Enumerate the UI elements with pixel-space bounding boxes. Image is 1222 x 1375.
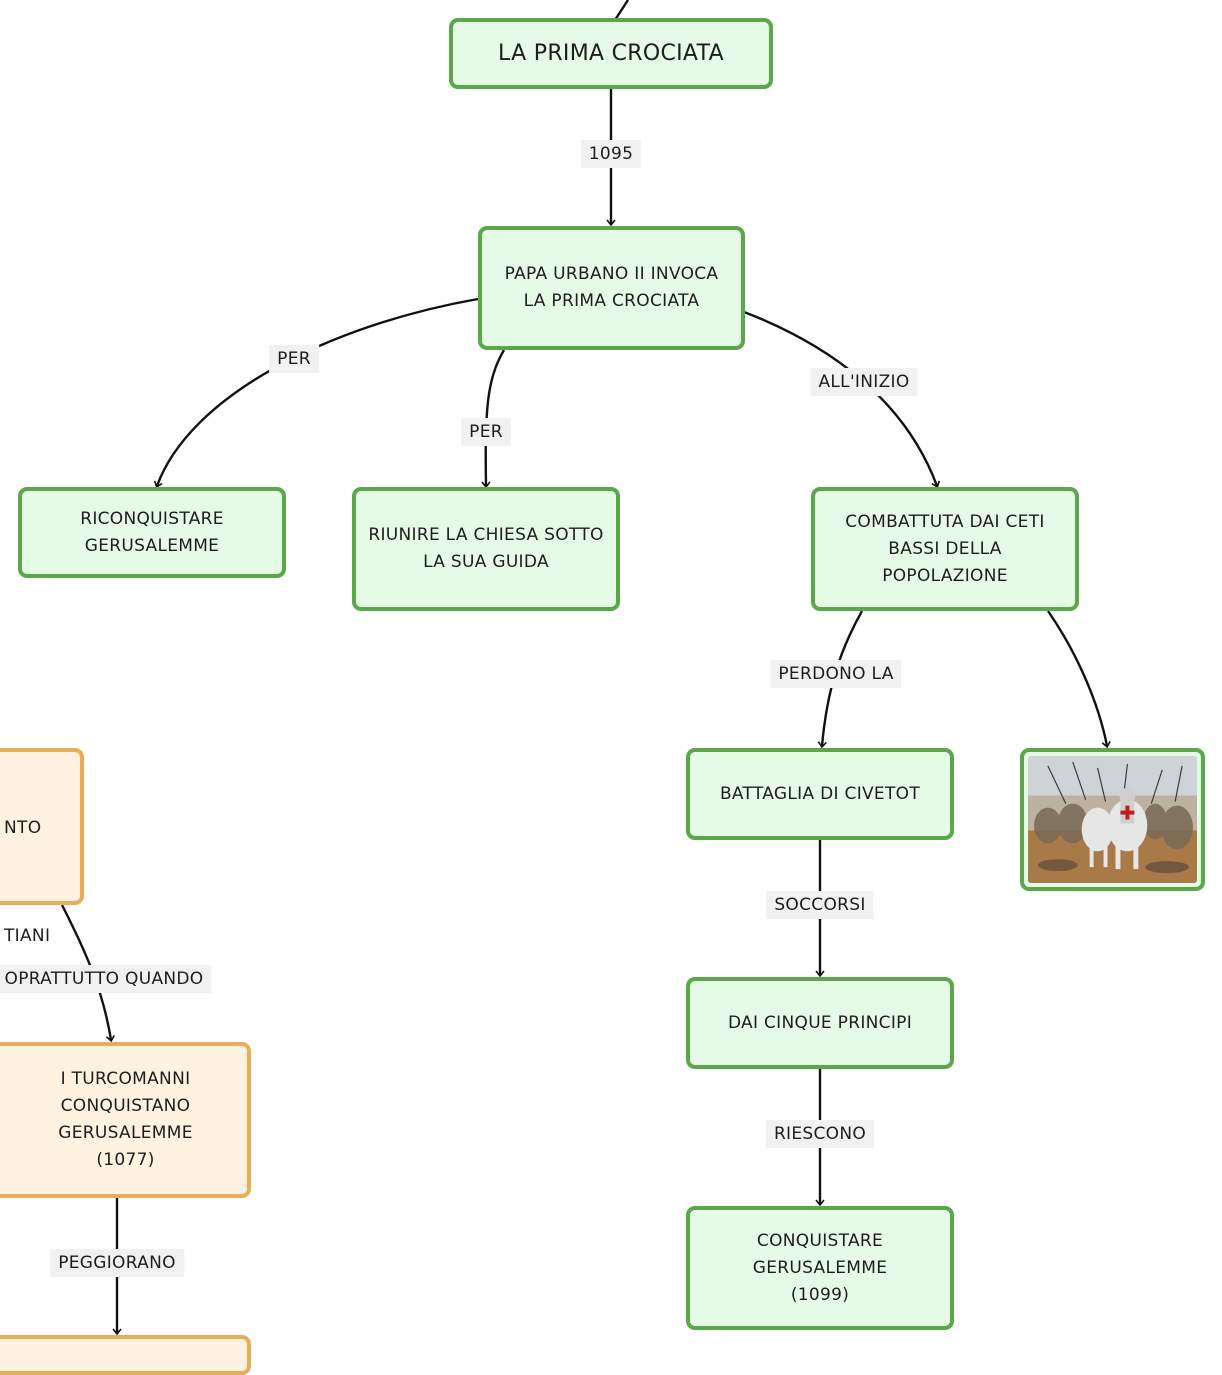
edge-incoming-top bbox=[613, 0, 630, 21]
node-label: BATTAGLIA DI CIVETOT bbox=[719, 783, 921, 804]
edge-papa-to-riunire bbox=[481, 349, 506, 489]
edge-papa-to-riconquistare bbox=[153, 297, 479, 489]
node-riunire-la-chiesa[interactable]: RIUNIRE LA CHIESA SOTTO LA SUA GUIDA bbox=[352, 487, 620, 611]
edge-label-perdono-la: PERDONO LA bbox=[770, 660, 902, 688]
edge-label-soprattutto-quando: OPRATTUTTO QUANDO bbox=[0, 965, 212, 993]
partial-orange-node-bottom[interactable] bbox=[0, 1335, 251, 1375]
edge-label-soccorsi: SOCCORSI bbox=[766, 891, 874, 919]
edge-label-all-inizio: ALL'INIZIO bbox=[810, 368, 918, 396]
node-dai-cinque-principi[interactable]: DAI CINQUE PRINCIPI bbox=[686, 977, 954, 1069]
node-turcomanni[interactable]: I TURCOMANNI CONQUISTANO GERUSALEMME (10… bbox=[0, 1042, 251, 1198]
node-papa-urbano[interactable]: PAPA URBANO II INVOCA LA PRIMA CROCIATA bbox=[478, 226, 745, 350]
edge-combattuta-to-image bbox=[1047, 610, 1111, 749]
node-riconquistare-gerusalemme[interactable]: RICONQUISTARE GERUSALEMME bbox=[18, 487, 286, 578]
node-label: RIUNIRE LA CHIESA SOTTO LA SUA GUIDA bbox=[368, 525, 604, 572]
node-label: CONQUISTARE GERUSALEMME (1099) bbox=[752, 1230, 888, 1305]
edge-papa-to-combattuta bbox=[743, 310, 941, 489]
node-battaglia-di-civetot[interactable]: BATTAGLIA DI CIVETOT bbox=[686, 748, 954, 840]
edge-label-per-middle: PER bbox=[461, 418, 511, 446]
edge-label-peggiorano: PEGGIORANO bbox=[50, 1249, 184, 1277]
node-image-crusaders[interactable] bbox=[1020, 748, 1205, 891]
node-conquistare-gerusalemme[interactable]: CONQUISTARE GERUSALEMME (1099) bbox=[686, 1206, 954, 1330]
partial-text-line-1: NTO bbox=[4, 818, 42, 838]
node-label: RICONQUISTARE GERUSALEMME bbox=[80, 508, 224, 556]
node-label: I TURCOMANNI CONQUISTANO GERUSALEMME (10… bbox=[58, 1069, 193, 1170]
edge-label-1095: 1095 bbox=[580, 140, 642, 168]
node-label: LA PRIMA CROCIATA bbox=[498, 41, 724, 66]
partial-node-text: NTO TIANI bbox=[4, 788, 50, 977]
edge-label-riescono: RIESCONO bbox=[765, 1120, 875, 1148]
crusaders-battle-painting-icon bbox=[1028, 756, 1197, 883]
partial-orange-node-top[interactable]: NTO TIANI bbox=[0, 748, 84, 946]
partial-text-line-2: TIANI bbox=[4, 926, 51, 946]
node-label: DAI CINQUE PRINCIPI bbox=[727, 1012, 913, 1033]
node-label: PAPA URBANO II INVOCA LA PRIMA CROCIATA bbox=[504, 264, 719, 311]
edge-label-per-left: PER bbox=[269, 345, 319, 373]
node-label: COMBATTUTA DAI CETI BASSI DELLA POPOLAZI… bbox=[845, 511, 1045, 586]
node-la-prima-crociata[interactable]: LA PRIMA CROCIATA bbox=[449, 18, 773, 89]
node-combattuta-ceti-bassi[interactable]: COMBATTUTA DAI CETI BASSI DELLA POPOLAZI… bbox=[811, 487, 1079, 611]
